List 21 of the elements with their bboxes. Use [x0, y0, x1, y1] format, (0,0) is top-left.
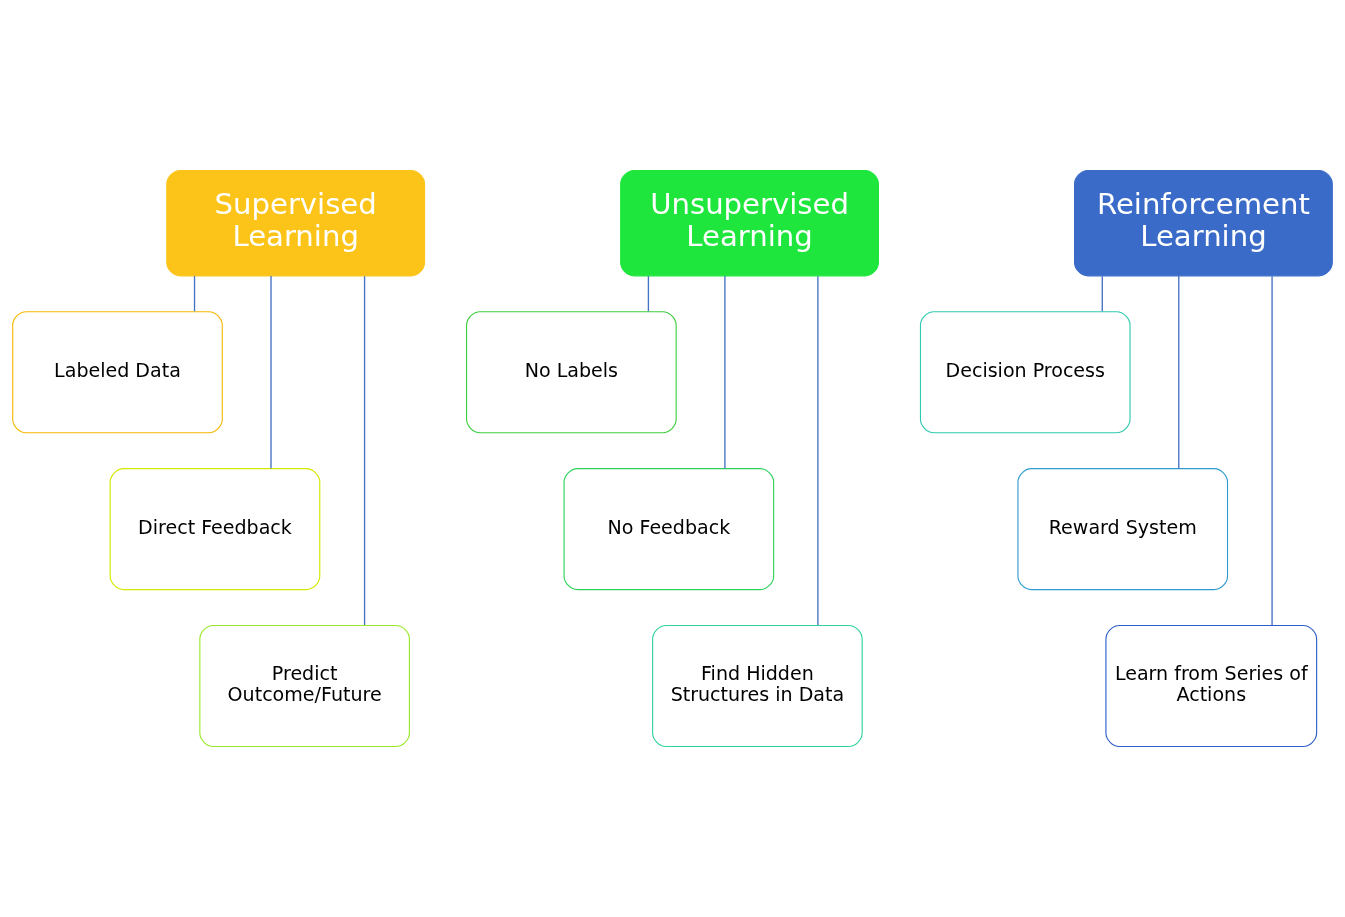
connector: [817, 275, 819, 626]
connector: [724, 275, 726, 470]
node-box: Decision Process: [919, 311, 1131, 434]
connector: [193, 275, 196, 312]
node-box: Learn from Series of Actions: [1105, 624, 1318, 748]
node-box: Reinforcement Learning: [1074, 169, 1333, 277]
node-box: Find Hidden Structures in Data: [652, 624, 863, 748]
connector: [647, 275, 650, 312]
node-box: Direct Feedback: [109, 468, 321, 591]
connector: [270, 275, 272, 470]
node-box: No Feedback: [563, 468, 775, 591]
node-box: Predict Outcome/Future: [199, 624, 410, 748]
connector: [1271, 275, 1273, 626]
node-box: Reward System: [1017, 468, 1229, 591]
node-box: Labeled Data: [12, 311, 223, 434]
node-box: Unsupervised Learning: [620, 169, 879, 277]
connector: [363, 275, 366, 626]
connector: [1101, 275, 1103, 312]
connector: [1178, 275, 1180, 470]
node-box: No Labels: [466, 311, 677, 434]
node-box: Supervised Learning: [166, 169, 426, 277]
